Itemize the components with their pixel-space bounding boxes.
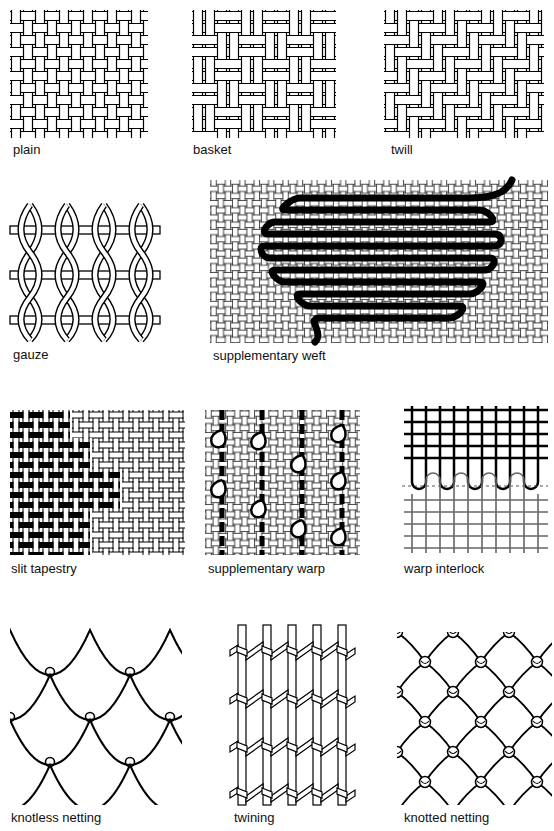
- weave-label: twining: [233, 810, 275, 826]
- weave-label: twill: [390, 142, 414, 158]
- weave-label: knotless netting: [10, 810, 102, 826]
- weave-label: supplementary weft: [212, 348, 327, 364]
- twining: [230, 625, 355, 805]
- twill-weave: [384, 10, 544, 138]
- warp-interlock: [402, 406, 548, 553]
- weave-label: knotted netting: [403, 810, 490, 826]
- weave-label: gauze: [12, 347, 49, 363]
- weave-label: slit tapestry: [10, 561, 78, 577]
- supplementary-warp: [205, 410, 360, 555]
- weave-label: warp interlock: [403, 561, 485, 577]
- plain-weave: [10, 10, 148, 138]
- weave-label: plain: [12, 142, 41, 158]
- weave-label: supplementary warp: [207, 561, 326, 577]
- knotless-netting: [10, 630, 182, 805]
- slit-tapestry: [10, 410, 185, 555]
- knotted-netting: [397, 632, 552, 805]
- supplementary-weft: [210, 180, 548, 343]
- basket-weave: [192, 10, 336, 138]
- gauze-weave: [10, 205, 160, 340]
- weave-label: basket: [192, 142, 232, 158]
